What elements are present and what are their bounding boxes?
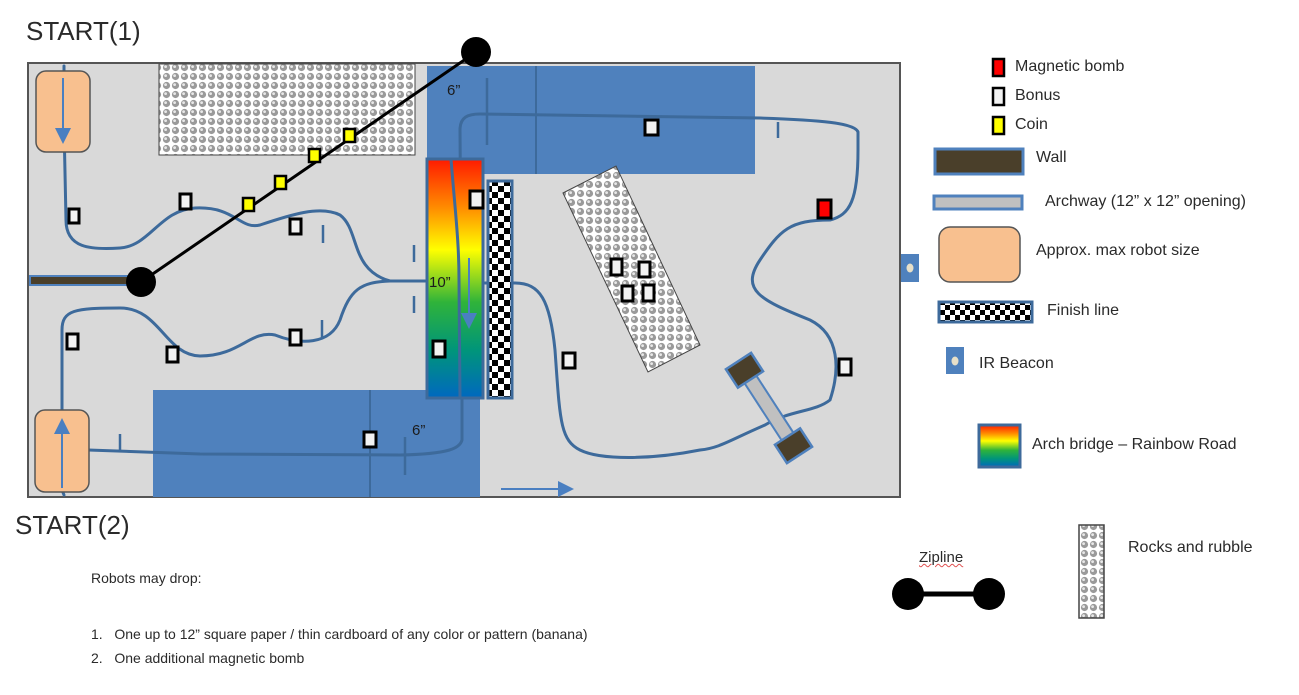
coin	[273, 174, 288, 191]
coin	[342, 127, 357, 144]
bonuses	[65, 118, 853, 449]
bonus	[288, 328, 303, 347]
dimension-bridge: 10”	[429, 274, 451, 291]
bonus	[609, 257, 624, 277]
bonus	[637, 260, 652, 279]
ramp-top	[427, 66, 755, 174]
bonus	[641, 283, 656, 303]
legend-zipline-icon	[892, 578, 1005, 610]
start1-label: START(1)	[26, 16, 141, 46]
ramp-bottom	[153, 390, 480, 497]
legend-robot-size-label: Approx. max robot size	[1036, 242, 1200, 259]
bonus	[178, 192, 193, 211]
zipline-anchor-high	[461, 37, 491, 67]
bonus	[643, 118, 660, 137]
legend-magnetic-bomb-label: Magnetic bomb	[1015, 58, 1125, 75]
finish-line	[486, 179, 514, 400]
dimension-top-ramp: 6”	[447, 82, 461, 99]
bonus	[165, 345, 180, 364]
rocks-center	[562, 165, 701, 373]
legend-wall-label: Wall	[1036, 149, 1067, 166]
start2-label: START(2)	[15, 510, 130, 540]
track-lines	[60, 64, 860, 497]
legend-coin-label: Coin	[1015, 116, 1048, 133]
legend-zipline-text: Zipline	[919, 549, 964, 566]
legend-finish-line-label: Finish line	[1047, 302, 1120, 319]
coins	[241, 127, 357, 213]
zipline-anchor-low	[126, 267, 156, 297]
bonus	[468, 189, 485, 210]
legend-finish-line-icon	[937, 300, 1034, 324]
bonus	[561, 351, 577, 370]
zipline-cable	[140, 50, 477, 284]
bonus	[65, 332, 80, 351]
legend-ir-beacon-label: IR Beacon	[979, 355, 1054, 372]
notes-item-1: 1. One up to 12” square paper / thin car…	[91, 626, 588, 642]
dimension-bottom-ramp: 6”	[412, 422, 426, 439]
coin	[307, 147, 322, 164]
legend-zipline-label: Zipline	[919, 549, 963, 566]
legend-bonus-icon	[991, 86, 1006, 107]
bonus	[67, 207, 81, 225]
bonus	[431, 339, 447, 359]
archway	[724, 351, 814, 465]
legend-ir-beacon-icon	[946, 347, 964, 374]
coin	[241, 196, 256, 213]
legend-archway-icon	[932, 194, 1024, 211]
magnetic-bomb	[816, 198, 833, 220]
rocks-top	[158, 63, 416, 156]
legend-magnetic-bomb-icon	[991, 57, 1006, 78]
track-ticks	[118, 78, 780, 475]
ir-beacon-field	[901, 254, 919, 282]
legend-rocks-icon	[1078, 524, 1105, 619]
bonus	[620, 284, 635, 303]
legend-arch-bridge-icon	[977, 423, 1022, 469]
legend-rocks-label: Rocks and rubble	[1128, 539, 1253, 556]
legend-wall-icon	[933, 147, 1025, 176]
notes-heading: Robots may drop:	[91, 570, 202, 586]
wall-divider	[29, 275, 143, 286]
legend-arch-bridge-label: Arch bridge – Rainbow Road	[1032, 436, 1237, 453]
bonus	[837, 357, 853, 377]
bonus	[288, 217, 303, 236]
legend-robot-size-icon	[938, 226, 1021, 283]
bridge-centerline	[449, 158, 462, 399]
legend-bonus-label: Bonus	[1015, 87, 1061, 104]
bonus	[362, 430, 378, 449]
notes-item-2: 2. One additional magnetic bomb	[91, 650, 305, 666]
legend-archway-label: Archway (12” x 12” opening)	[1045, 193, 1246, 210]
legend-coin-icon	[991, 115, 1006, 136]
